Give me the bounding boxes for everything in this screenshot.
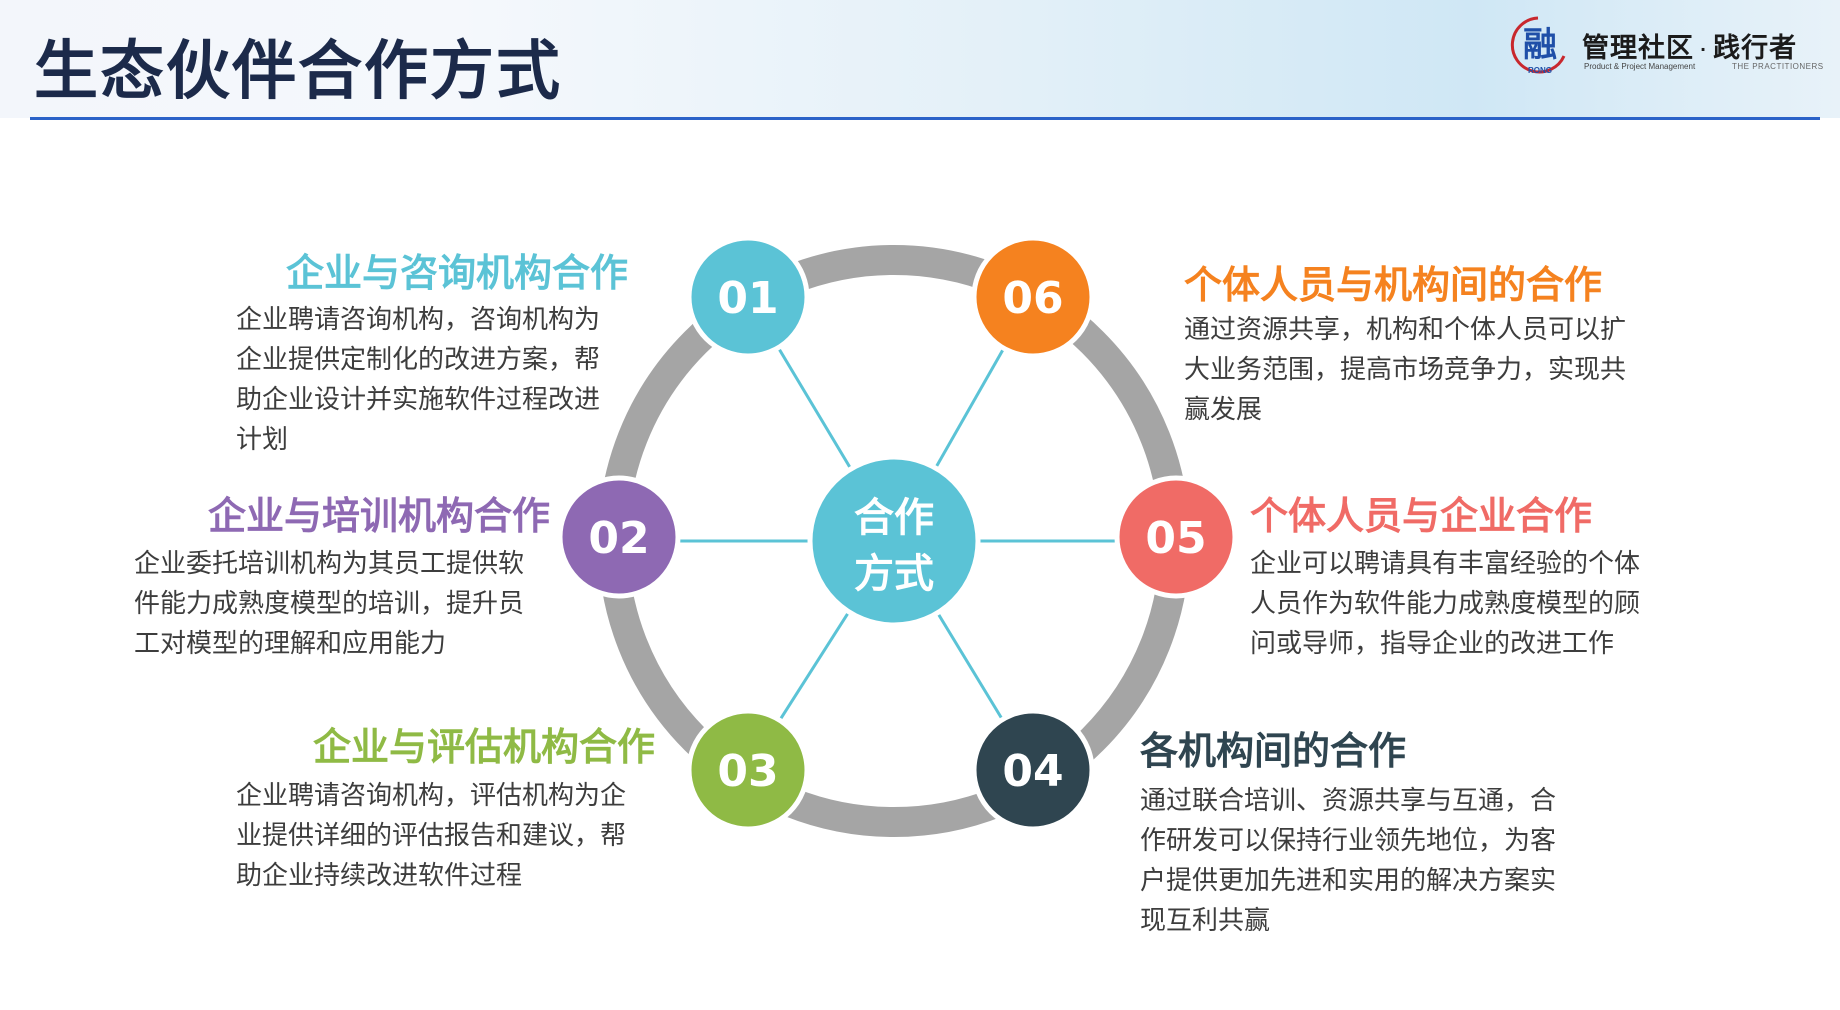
item-04-heading: 各机构间的合作	[1140, 729, 1407, 773]
item-06-heading: 个体人员与机构间的合作	[1184, 263, 1603, 307]
item-04-line: 通过联合培训、资源共享与互通，合	[1140, 786, 1557, 816]
brand-logo: 融 RONG 管理社区 · 践行者 Product & Project Manage…	[1508, 12, 1828, 76]
logo-name: 管理社区 · 践行者	[1582, 26, 1797, 65]
node-03: 03	[686, 708, 810, 832]
item-02-line: 企业委托培训机构为其员工提供软	[134, 549, 525, 579]
node-02-label: 02	[588, 513, 649, 564]
item-03-line: 业提供详细的评估报告和建议，帮	[236, 821, 627, 851]
item-02-description: 企业委托培训机构为其员工提供软 件能力成熟度模型的培训，提升员 工对模型的理解和…	[134, 544, 564, 664]
item-02-line: 件能力成熟度模型的培训，提升员	[134, 589, 525, 619]
center-label-line1: 合作	[854, 495, 934, 541]
logo-mark-sub: RONG	[1528, 66, 1552, 75]
item-05-heading: 个体人员与企业合作	[1250, 494, 1593, 538]
item-03-line: 企业聘请咨询机构，评估机构为企	[236, 781, 627, 811]
item-04-line: 现互利共赢	[1140, 906, 1271, 936]
logo-separator: ·	[1700, 40, 1708, 59]
item-02-heading: 企业与培训机构合作	[207, 494, 550, 538]
logo-mark-char: 融	[1523, 25, 1557, 65]
title-underline	[30, 117, 1820, 120]
logo-tagline-left: Product & Project Management	[1584, 62, 1696, 71]
item-06-line: 大业务范围，提高市场竞争力，实现共	[1184, 355, 1627, 385]
item-06-description: 通过资源共享，机构和个体人员可以扩 大业务范围，提高市场竞争力，实现共 赢发展	[1184, 310, 1664, 430]
item-03-heading: 企业与评估机构合作	[312, 725, 655, 769]
item-04-line: 作研发可以保持行业领先地位，为客	[1140, 826, 1557, 856]
item-01-line: 助企业设计并实施软件过程改进	[236, 385, 601, 415]
page-title: 生态伙伴合作方式	[34, 35, 562, 109]
rong-logo-icon: 融 RONG	[1510, 16, 1566, 75]
item-04-line: 户提供更加先进和实用的解决方案实	[1140, 866, 1557, 896]
item-03-line: 助企业持续改进软件过程	[236, 861, 523, 891]
node-03-label: 03	[717, 746, 778, 797]
item-04-description: 通过联合培训、资源共享与互通，合 作研发可以保持行业领先地位，为客 户提供更加先…	[1140, 781, 1580, 941]
item-03-description: 企业聘请咨询机构，评估机构为企 业提供详细的评估报告和建议，帮 助企业持续改进软…	[236, 776, 666, 896]
node-01: 01	[686, 235, 810, 359]
node-04: 04	[971, 708, 1095, 832]
item-05-line: 人员作为软件能力成熟度模型的顾	[1250, 589, 1641, 619]
item-01-description: 企业聘请咨询机构，咨询机构为 企业提供定制化的改进方案，帮 助企业设计并实施软件…	[236, 300, 636, 460]
item-01-heading: 企业与咨询机构合作	[285, 251, 628, 295]
item-02-line: 工对模型的理解和应用能力	[134, 629, 447, 659]
item-05-line: 问或导师，指导企业的改进工作	[1250, 629, 1615, 659]
item-05-line: 企业可以聘请具有丰富经验的个体	[1250, 549, 1641, 579]
logo-name-right: 践行者	[1713, 33, 1798, 64]
center-node: 合作 方式	[807, 454, 981, 628]
item-01-line: 企业提供定制化的改进方案，帮	[236, 345, 601, 375]
node-01-label: 01	[717, 273, 778, 324]
node-05: 05	[1114, 475, 1238, 599]
logo-tagline-right: THE PRACTITIONERS	[1732, 62, 1824, 71]
node-06-label: 06	[1002, 273, 1063, 324]
item-01-line: 计划	[236, 425, 289, 455]
item-06-line: 赢发展	[1184, 395, 1263, 425]
item-01-line: 企业聘请咨询机构，咨询机构为	[236, 305, 601, 335]
item-05-description: 企业可以聘请具有丰富经验的个体 人员作为软件能力成熟度模型的顾 问或导师，指导企…	[1250, 544, 1690, 664]
center-label-line2: 方式	[854, 551, 934, 597]
item-06-line: 通过资源共享，机构和个体人员可以扩	[1184, 315, 1627, 345]
node-04-label: 04	[1002, 746, 1063, 797]
node-06: 06	[971, 235, 1095, 359]
node-02: 02	[557, 475, 681, 599]
logo-name-left: 管理社区	[1582, 33, 1694, 64]
node-05-label: 05	[1145, 513, 1206, 564]
